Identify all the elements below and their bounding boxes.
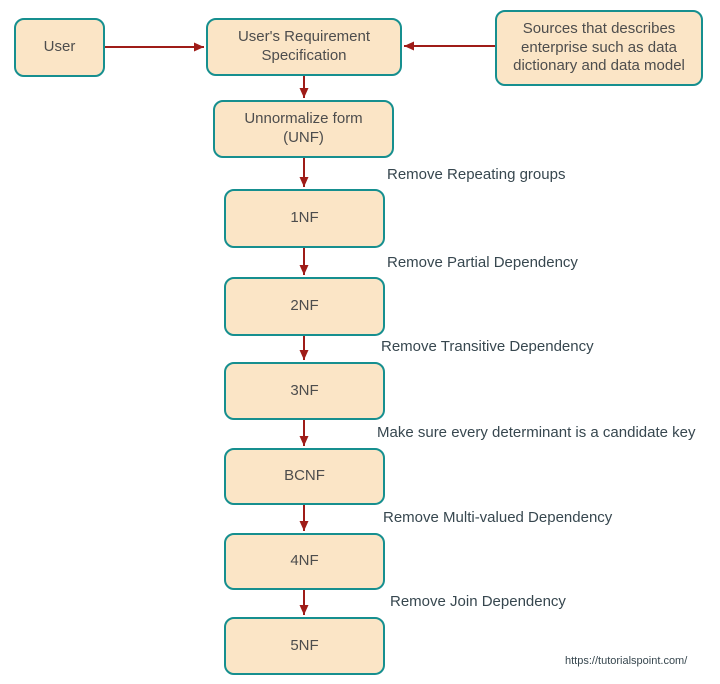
node-unf-label: Unnormalize form (UNF) — [244, 110, 363, 146]
node-5nf-label: 5NF — [290, 636, 319, 654]
node-bcnf: BCNF — [224, 448, 385, 505]
node-2nf-label: 2NF — [290, 297, 319, 315]
node-4nf-label: 4NF — [290, 552, 319, 570]
node-4nf: 4NF — [224, 533, 385, 590]
node-user: User — [14, 18, 105, 77]
edge-label-remove-partial-dependency: Remove Partial Dependency — [387, 254, 578, 271]
edge-label-remove-multivalued-dependency: Remove Multi-valued Dependency — [383, 509, 613, 526]
node-bcnf-label: BCNF — [284, 467, 325, 485]
edge-label-remove-transitive-dependency: Remove Transitive Dependency — [381, 338, 594, 355]
node-1nf-label: 1NF — [290, 209, 319, 227]
edge-label-remove-join-dependency: Remove Join Dependency — [390, 593, 566, 610]
node-user-requirement-specification: User's Requirement Specification — [206, 18, 402, 76]
node-sources-label: Sources that describes enterprise such a… — [513, 19, 685, 75]
edge-label-remove-repeating-groups: Remove Repeating groups — [387, 166, 566, 183]
node-5nf: 5NF — [224, 617, 385, 675]
node-2nf: 2NF — [224, 277, 385, 336]
watermark-url: https://tutorialspoint.com/ — [565, 655, 688, 667]
node-3nf: 3NF — [224, 362, 385, 420]
node-user-label: User — [43, 38, 76, 56]
edge-label-determinant-candidate-key: Make sure every determinant is a candida… — [377, 424, 696, 441]
node-1nf: 1NF — [224, 189, 385, 248]
node-3nf-label: 3NF — [290, 381, 319, 399]
node-urs-label: User's Requirement Specification — [237, 28, 371, 64]
node-sources: Sources that describes enterprise such a… — [495, 10, 703, 86]
node-unnormalized-form: Unnormalize form (UNF) — [213, 100, 394, 158]
